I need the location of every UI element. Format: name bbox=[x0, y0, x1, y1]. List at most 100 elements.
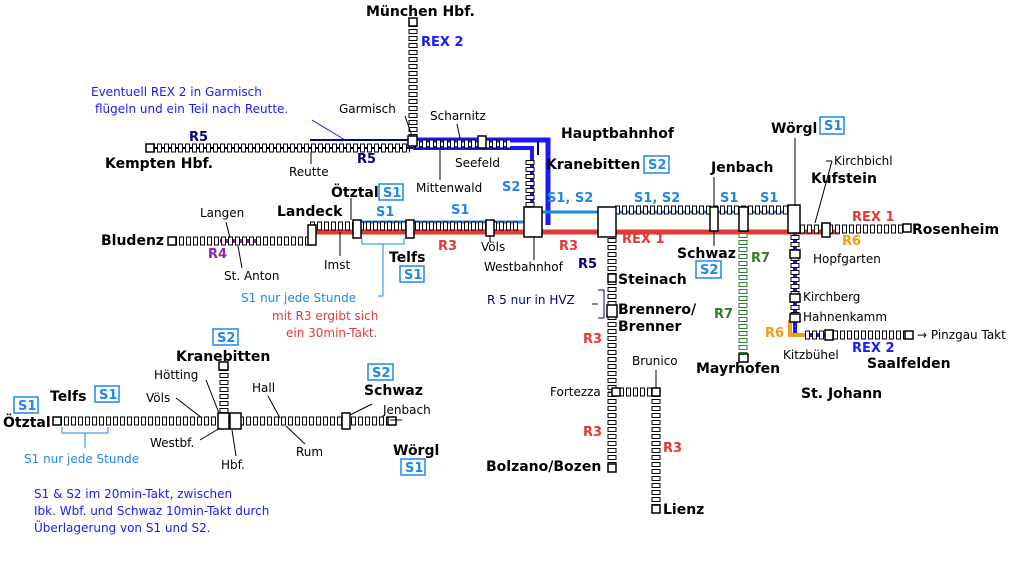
svg-text:S1: S1 bbox=[404, 268, 422, 283]
inset-station-oetztal: Ötztal bbox=[3, 413, 51, 431]
label-s2-kranebitten: S2 bbox=[502, 180, 520, 195]
note-r5-hvz: R 5 nur in HVZ bbox=[487, 293, 575, 307]
label-r3-brenner: R3 bbox=[583, 332, 602, 347]
svg-text:S1: S1 bbox=[824, 119, 842, 134]
station-voels: Völs bbox=[481, 240, 505, 254]
label-s1s2-east: S1, S2 bbox=[634, 191, 680, 206]
label-s1s2-west: S1, S2 bbox=[547, 191, 593, 206]
line-s1 bbox=[356, 210, 800, 224]
svg-text:S1: S1 bbox=[383, 186, 401, 201]
station-rosenheim: Rosenheim bbox=[912, 222, 999, 238]
note-s1-hourly: S1 nur jede Stunde bbox=[241, 291, 356, 305]
station-kempten: Kempten Hbf. bbox=[105, 156, 213, 172]
inset-station-hbf: Hbf. bbox=[221, 458, 245, 472]
inset-station-hall: Hall bbox=[252, 381, 275, 395]
inset-station-rum: Rum bbox=[296, 445, 323, 459]
station-imst: Imst bbox=[324, 258, 350, 272]
label-rex2-north: REX 2 bbox=[421, 35, 464, 50]
station-schwaz: Schwaz bbox=[677, 246, 736, 262]
line-garmisch-branch bbox=[310, 119, 413, 141]
inset-station-westbf: Westbf. bbox=[150, 436, 194, 450]
label-r7-north: R7 bbox=[751, 251, 770, 266]
svg-text:S1: S1 bbox=[18, 399, 36, 414]
station-steinach: Steinach bbox=[618, 272, 687, 288]
station-lienz: Lienz bbox=[663, 502, 704, 518]
inset-station-schwaz: Schwaz bbox=[364, 383, 423, 399]
station-kirchbichl: Kirchbichl bbox=[834, 154, 893, 168]
station-kranebitten: Kranebitten bbox=[546, 157, 640, 173]
station-woergl: Wörgl bbox=[771, 121, 817, 137]
label-s1-woergl: S1 bbox=[760, 191, 778, 206]
station-landeck: Landeck bbox=[277, 204, 343, 220]
station-saalfelden: Saalfelden bbox=[867, 356, 951, 372]
note-takt-line1: S1 & S2 im 20min-Takt, zwischen bbox=[34, 487, 232, 501]
inset-station-hoetting: Hötting bbox=[154, 368, 198, 382]
inset-station-voels: Völs bbox=[146, 391, 170, 405]
inset-station-woergl: Wörgl bbox=[393, 443, 439, 459]
badge-s2-kranebitten: S2 bbox=[643, 155, 670, 174]
bracket-s1-hourly bbox=[361, 238, 405, 297]
inset-badge-s1-telfs: S1 bbox=[94, 385, 120, 403]
label-leaders bbox=[225, 115, 833, 393]
note-takt-line2: Ibk. Wbf. und Schwaz 10min-Takt durch bbox=[34, 504, 269, 518]
svg-text:S1: S1 bbox=[405, 461, 423, 476]
inset-map: Kranebitten Hötting Hall Schwaz Völs Tel… bbox=[3, 328, 439, 476]
svg-text:S2: S2 bbox=[217, 331, 235, 346]
station-muenchen: München Hbf. bbox=[366, 4, 475, 20]
label-r6-north: R6 bbox=[842, 234, 861, 249]
inset-badge-s1-woergl: S1 bbox=[400, 458, 426, 476]
station-bludenz: Bludenz bbox=[101, 233, 164, 249]
station-brenner: Brenner bbox=[618, 319, 681, 335]
label-r3-west: R3 bbox=[438, 239, 457, 254]
station-kufstein: Kufstein bbox=[811, 171, 877, 187]
station-st-anton: St. Anton bbox=[224, 269, 279, 283]
station-mittenwald: Mittenwald bbox=[416, 181, 482, 195]
badge-s1-telfs: S1 bbox=[399, 265, 425, 283]
label-r5-south: R5 bbox=[578, 257, 597, 272]
station-brunico: Brunico bbox=[632, 354, 678, 368]
svg-text:S2: S2 bbox=[648, 158, 666, 173]
station-st-johann: St. Johann bbox=[801, 386, 882, 402]
station-langen: Langen bbox=[200, 206, 244, 220]
station-oetztal: Ötztal bbox=[331, 183, 379, 201]
station-pinzgau-takt: → Pinzgau Takt bbox=[917, 328, 1006, 342]
label-rex1-east: REX 1 bbox=[852, 210, 895, 225]
note-r3-line1: mit R3 ergibt sich bbox=[272, 309, 378, 323]
note-r3-line2: ein 30min-Takt. bbox=[286, 326, 377, 340]
station-bolzano: Bolzano/Bozen bbox=[486, 459, 601, 475]
inset-badge-s2-kranebitten: S2 bbox=[212, 328, 239, 346]
station-brennero: Brennero/ bbox=[618, 302, 697, 318]
station-mayrhofen: Mayrhofen bbox=[696, 361, 780, 377]
label-r4: R4 bbox=[208, 247, 227, 262]
label-r7-south: R7 bbox=[714, 307, 733, 322]
station-boxes bbox=[145, 17, 914, 514]
label-rex1-center: REX 1 bbox=[622, 232, 665, 247]
label-rex2-south: REX 2 bbox=[852, 341, 895, 356]
label-s1-telfs: S1 bbox=[376, 205, 394, 220]
station-jenbach: Jenbach bbox=[710, 160, 773, 176]
station-scharnitz: Scharnitz bbox=[430, 109, 486, 123]
station-seefeld: Seefeld bbox=[455, 156, 500, 170]
inset-badge-s1-oetztal: S1 bbox=[13, 396, 39, 414]
track-dots bbox=[150, 22, 912, 512]
station-westbahnhof: Westbahnhof bbox=[484, 260, 564, 274]
badge-s1-woergl: S1 bbox=[819, 116, 845, 135]
inset-station-telfs: Telfs bbox=[50, 389, 86, 405]
label-r6-south: R6 bbox=[765, 326, 784, 341]
badge-s1-oetztal: S1 bbox=[378, 183, 404, 201]
line-r6 bbox=[788, 320, 805, 337]
label-r5-west: R5 bbox=[189, 130, 208, 145]
svg-text:S2: S2 bbox=[372, 366, 390, 381]
station-garmisch: Garmisch bbox=[339, 102, 396, 116]
note-garmisch-line2: flügeln und ein Teil nach Reutte. bbox=[95, 102, 288, 116]
station-hahnenkamm: Hahnenkamm bbox=[803, 310, 887, 324]
label-r3-east: R3 bbox=[559, 239, 578, 254]
label-r3-lienz: R3 bbox=[663, 441, 682, 456]
svg-text:S2: S2 bbox=[700, 263, 718, 278]
svg-text:S1: S1 bbox=[99, 388, 117, 403]
note-takt-line3: Überlagerung von S1 und S2. bbox=[34, 519, 211, 535]
inset-badge-s2-schwaz: S2 bbox=[367, 363, 394, 381]
label-s1-jenbach: S1 bbox=[720, 191, 738, 206]
label-r5-center: R5 bbox=[357, 152, 376, 167]
